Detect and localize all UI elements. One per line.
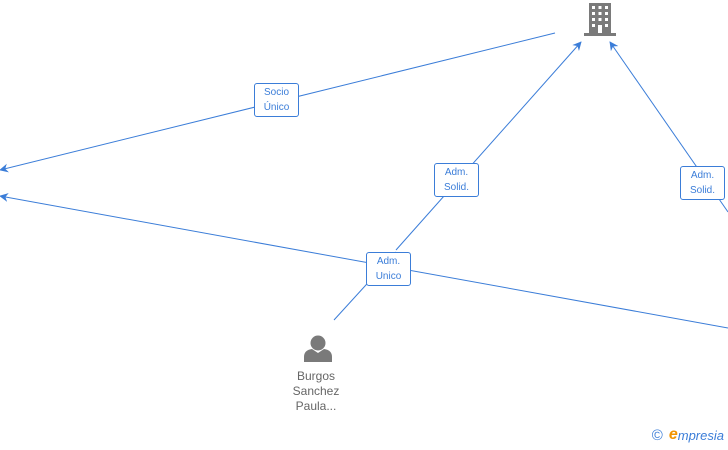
edge-label-socio-unico[interactable]: Socio Único xyxy=(254,83,299,117)
building-icon[interactable] xyxy=(584,3,616,36)
edge-label-adm-unico[interactable]: Adm. Unico xyxy=(366,252,411,286)
person-name[interactable]: Burgos Sanchez Paula... xyxy=(292,369,340,413)
edge-line-adm-unico xyxy=(0,193,728,329)
person-icon[interactable] xyxy=(304,335,332,363)
copyright-icon: © xyxy=(651,426,663,444)
brand-logo-initial: e xyxy=(668,426,678,443)
edge-line-adm-solid-left xyxy=(395,41,582,251)
edge-label-adm-solid-right[interactable]: Adm. Solid. xyxy=(680,166,725,200)
brand-logo-text: mpresia xyxy=(677,427,724,443)
brand-footer: © e mpresia xyxy=(652,426,724,444)
edge-label-adm-solid-left[interactable]: Adm. Solid. xyxy=(434,163,479,197)
